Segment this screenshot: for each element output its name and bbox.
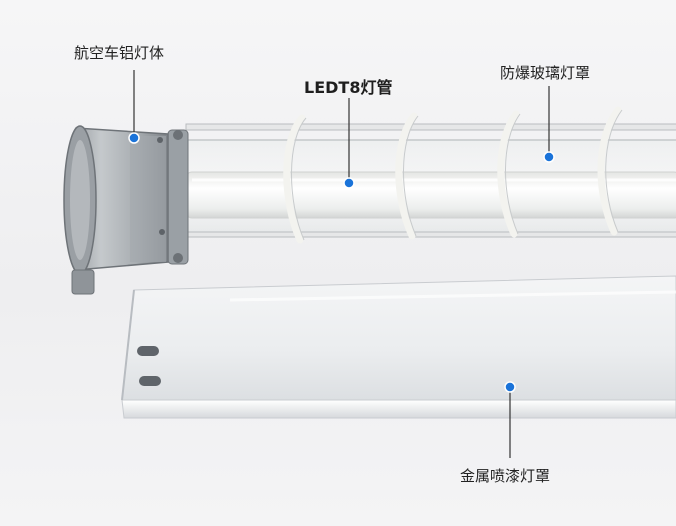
housing-marker-dot: [128, 132, 140, 144]
cover-marker-dot: [504, 381, 516, 393]
leader-lines: [133, 70, 550, 458]
label-housing: 航空车铝灯体: [74, 44, 165, 62]
metal-cover-plate: [121, 275, 676, 419]
tube-marker-dot: [343, 177, 355, 189]
label-led-tube: LEDT8灯管: [304, 78, 393, 97]
mounting-slot: [139, 376, 161, 386]
glass-marker-dot: [543, 151, 555, 163]
label-glass-cover: 防爆玻璃灯罩: [500, 64, 591, 82]
aluminum-housing: [63, 125, 169, 295]
cage-shadow: [291, 109, 623, 241]
guard-cage: [283, 106, 622, 244]
label-metal-cover: 金属喷漆灯罩: [460, 467, 551, 485]
led-tube: [185, 171, 676, 219]
end-flange: [167, 129, 189, 265]
mounting-slot: [137, 346, 159, 356]
